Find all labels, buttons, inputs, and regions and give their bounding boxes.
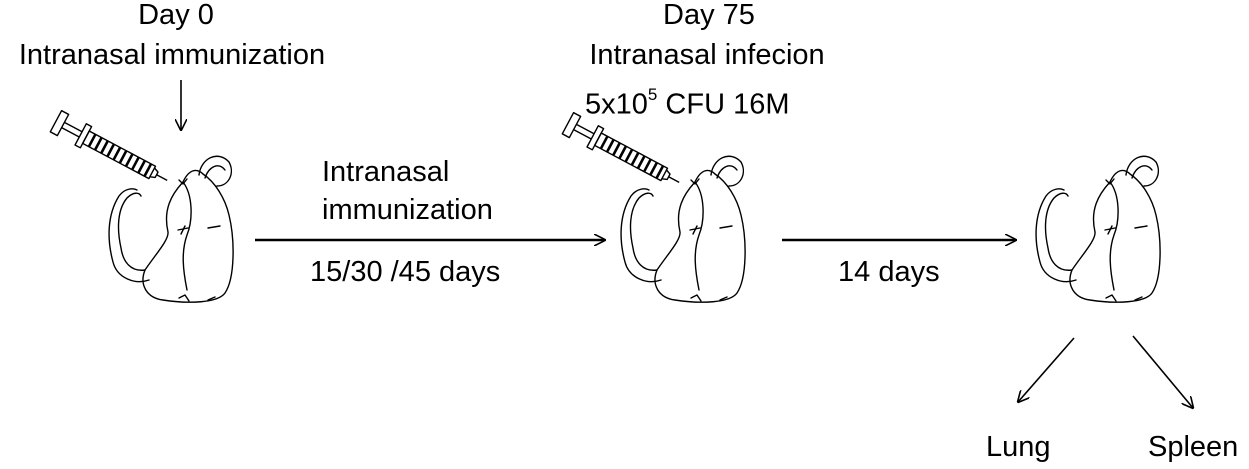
day-0-label: Day 0	[138, 0, 214, 31]
immunization-duration-label: 15/30 /45 days	[310, 256, 501, 288]
mouse-3-icon	[1035, 155, 1161, 303]
syringe-2-icon	[561, 111, 687, 195]
dose-exponent: 5	[647, 85, 658, 104]
infection-dose-label: 5x105 CFU 16M	[585, 81, 790, 122]
spleen-label: Spleen	[1148, 431, 1239, 463]
immunization-line2-label: immunization	[322, 194, 493, 226]
intranasal-immunization-label: Intranasal immunization	[18, 39, 326, 71]
dose-unit-strain: CFU 16M	[657, 88, 790, 121]
arrow-to-spleen	[1132, 335, 1193, 408]
infection-duration-label: 14 days	[838, 256, 940, 288]
dose-base: 5x10	[585, 88, 648, 121]
arrow-to-lung	[1018, 337, 1075, 402]
mouse-2-icon	[620, 155, 746, 303]
mouse-1-icon	[108, 155, 234, 303]
day-75-label: Day 75	[663, 0, 755, 31]
immunization-line1-label: Intranasal	[322, 156, 450, 188]
intranasal-infection-label: Intranasal infecion	[589, 39, 825, 71]
syringe-1-icon	[49, 109, 175, 193]
lung-label: Lung	[986, 431, 1051, 463]
